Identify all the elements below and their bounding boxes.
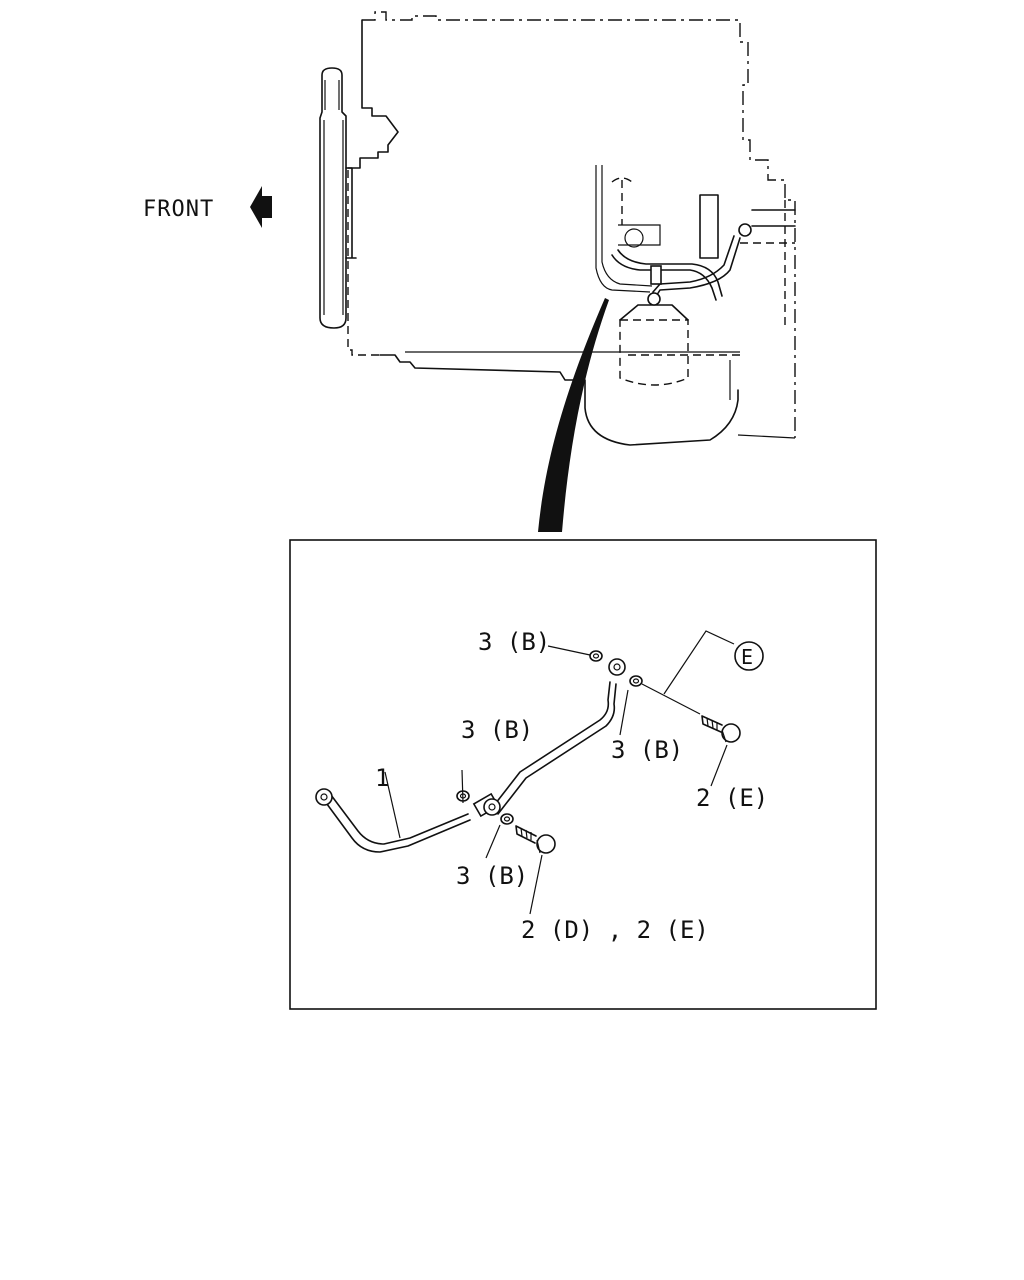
washer-top: [589, 650, 603, 662]
pipe-eye-fitting-mid: [483, 798, 501, 816]
oil-pan-outline: [379, 354, 739, 446]
reference-circle: [734, 641, 764, 671]
callout-washer-left: 3 (B): [461, 716, 533, 744]
overview-oil-pipe: [611, 249, 723, 301]
callout-washer-bottom: 3 (B): [456, 862, 528, 890]
front-label: FRONT: [143, 197, 214, 222]
engine-overview: [319, 11, 796, 446]
front-indicator: FRONT: [143, 186, 272, 228]
callout-washer-right: 3 (B): [611, 736, 683, 764]
pipe-eye-fitting-top: [608, 658, 626, 676]
pipe-eye-fitting-left: [315, 788, 333, 806]
detail-view: 3 (B) 3 (B) 3 (B) 3 (B) 2 (E) 2 (D) , 2 …: [315, 628, 768, 944]
washer-right: [629, 675, 643, 687]
left-arrow-icon: [250, 186, 272, 228]
front-pulley-outline: [319, 67, 347, 329]
eye-bolt-right: [701, 715, 741, 743]
detail-frame: [289, 539, 877, 1010]
engine-block-outline: [362, 11, 796, 438]
reference-circle-label: E: [741, 645, 753, 669]
callout-washer-top: 3 (B): [478, 628, 550, 656]
callout-pipe: 1: [375, 764, 389, 792]
washer-bottom: [500, 813, 514, 825]
oil-filter-hidden: [619, 319, 689, 386]
oil-pipe: [323, 794, 471, 853]
callout-bolt-bottom: 2 (D) , 2 (E): [521, 916, 709, 944]
leader-lines: [384, 630, 735, 915]
callout-bolt-right: 2 (E): [696, 784, 768, 812]
eye-bolt-bottom: [515, 825, 556, 854]
detail-leader: [538, 298, 609, 532]
